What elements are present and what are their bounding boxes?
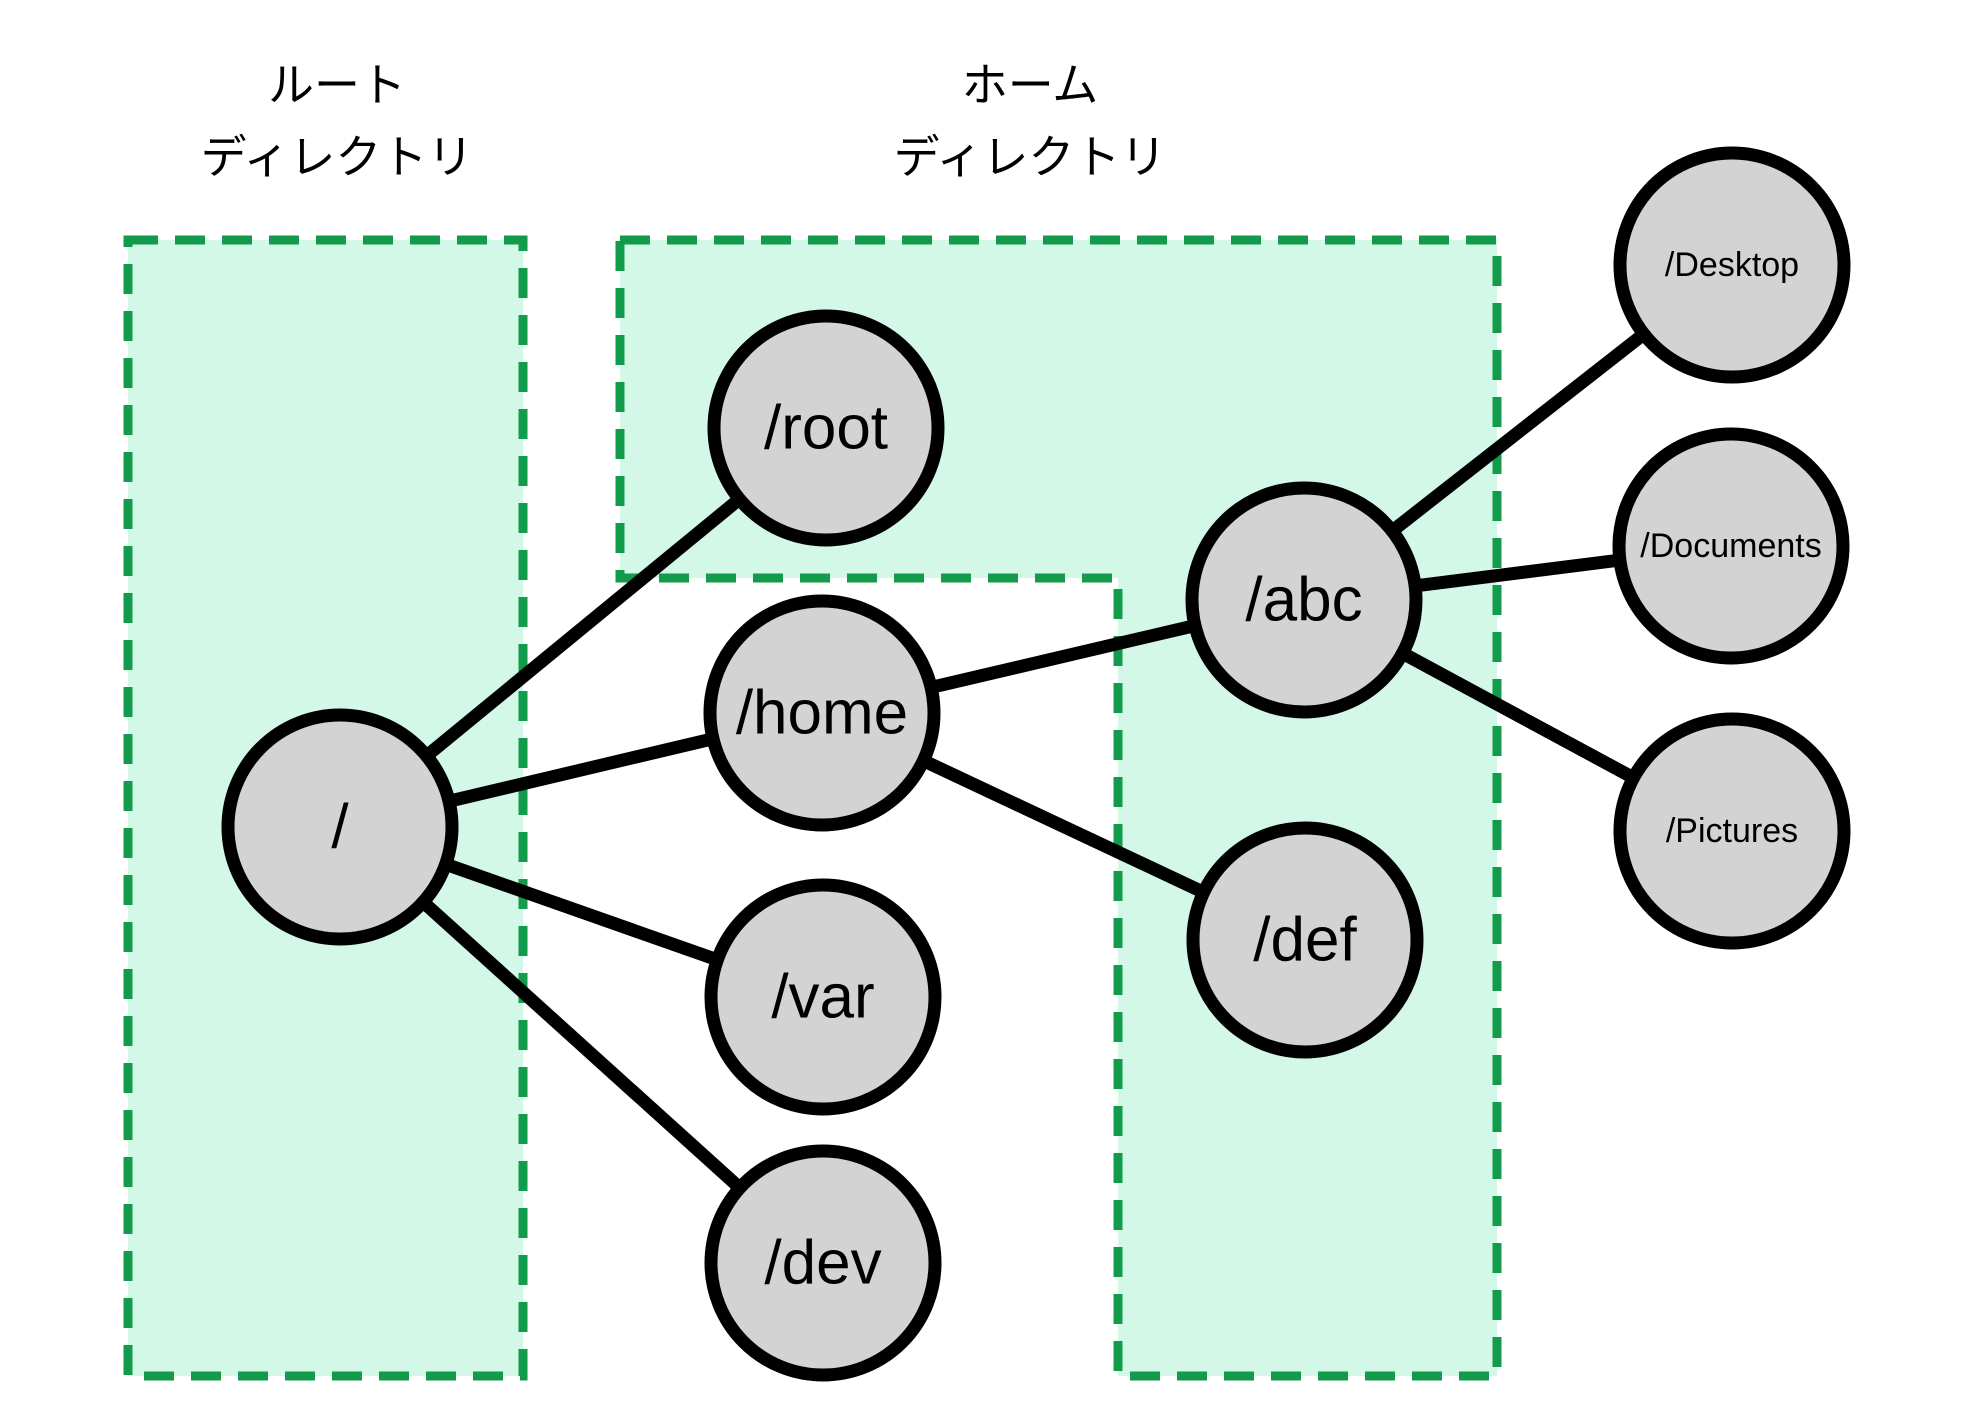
node-desktop: /Desktop — [1613, 146, 1851, 384]
node-var-circle — [704, 878, 942, 1116]
node-root: /root — [707, 309, 945, 547]
node-abc: /abc — [1185, 481, 1423, 719]
node-abc-circle — [1185, 481, 1423, 719]
node-desktop-circle — [1613, 146, 1851, 384]
node-abc-label: /abc — [1245, 566, 1362, 635]
node-var-label: /var — [771, 963, 874, 1032]
root-directory-label-line-2: ディレクトリ — [201, 131, 474, 183]
node-pictures: /Pictures — [1613, 712, 1851, 950]
node-home-label: /home — [736, 679, 908, 748]
node-pictures-circle — [1613, 712, 1851, 950]
node-desktop-label: /Desktop — [1665, 246, 1799, 284]
node-documents: /Documents — [1612, 427, 1850, 665]
node-root-label: /root — [764, 394, 888, 463]
node-fs-root-circle — [221, 708, 459, 946]
node-dev-circle — [704, 1144, 942, 1382]
node-documents-label: /Documents — [1640, 527, 1821, 565]
node-fs-root: / — [221, 708, 459, 946]
home-directory-label-line-2: ディレクトリ — [894, 131, 1167, 183]
node-dev-label: /dev — [764, 1229, 881, 1298]
node-home-circle — [703, 594, 941, 832]
node-def-circle — [1186, 821, 1424, 1059]
node-dev: /dev — [704, 1144, 942, 1382]
home-directory-label-line-1: ホーム — [962, 59, 1099, 111]
node-fs-root-label: / — [331, 793, 349, 862]
node-def-label: /def — [1253, 906, 1357, 975]
node-root-circle — [707, 309, 945, 547]
root-directory-label: ルートディレクトリ — [201, 59, 474, 183]
node-def: /def — [1186, 821, 1424, 1059]
node-home: /home — [703, 594, 941, 832]
root-directory-label-line-1: ルート — [268, 59, 406, 111]
node-pictures-label: /Pictures — [1666, 812, 1798, 850]
node-documents-circle — [1612, 427, 1850, 665]
node-var: /var — [704, 878, 942, 1116]
home-directory-label: ホームディレクトリ — [894, 59, 1167, 183]
